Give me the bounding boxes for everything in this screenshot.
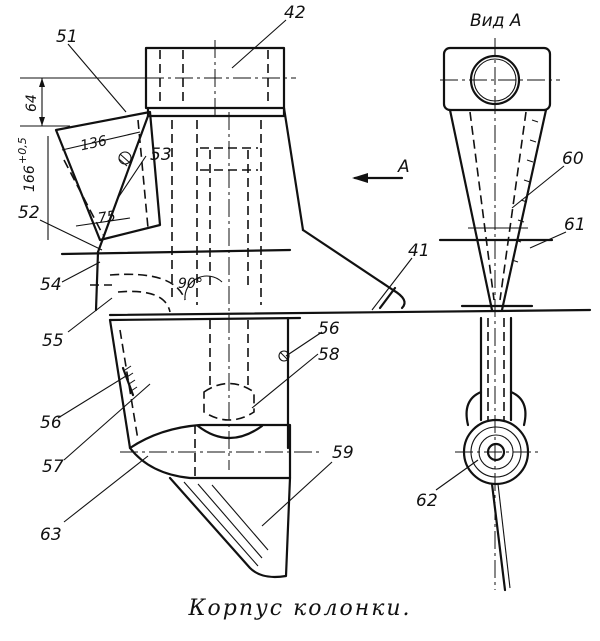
lower-leg — [108, 316, 290, 450]
callout-61: 61 — [564, 215, 586, 235]
callout-58: 58 — [318, 345, 340, 365]
callout-41: 41 — [408, 241, 430, 261]
callout-57: 57 — [42, 457, 64, 477]
dim-75-label: 75 — [97, 208, 117, 226]
dim-166: 166 +0,5 — [16, 136, 49, 240]
callout-56-right: 56 — [318, 319, 340, 339]
callout-59: 59 — [332, 443, 354, 463]
callout-42: 42 — [284, 3, 306, 23]
dim-136: 136 — [61, 131, 141, 154]
callout-60: 60 — [562, 149, 584, 169]
callout-53: 53 — [150, 145, 172, 165]
callout-51: 51 — [56, 27, 78, 47]
gear-housing — [120, 423, 320, 480]
vertical-shaft — [171, 112, 262, 470]
water-channel: 90° — [90, 273, 223, 313]
plate-line-upper — [60, 248, 292, 256]
upper-body — [94, 106, 406, 312]
plate-line-under — [108, 316, 302, 322]
skeg-fin — [168, 476, 292, 579]
callout-56-left: 56 — [40, 413, 62, 433]
callouts: 42 51 53 52 54 55 56 58 41 56 57 63 59 6… — [18, 3, 586, 545]
dim-166-tolerance: +0,5 — [16, 137, 29, 164]
side-view: 64 136 75 166 +0,5 — [16, 40, 592, 579]
view-a-title: Вид А — [470, 11, 522, 31]
plate-line-main — [108, 308, 592, 317]
callout-54: 54 — [40, 275, 62, 295]
arrow-label: А — [397, 157, 410, 177]
callout-55: 55 — [42, 331, 64, 351]
dim-136-label: 136 — [79, 133, 109, 154]
figure-caption: Корпус колонки. — [188, 596, 412, 621]
top-housing — [144, 40, 296, 120]
angle-label: 90° — [178, 276, 203, 292]
dim-166-label: 166 — [22, 165, 38, 192]
callout-52: 52 — [18, 203, 40, 223]
view-a: Вид А — [438, 11, 560, 592]
view-arrow-a: А — [352, 157, 410, 183]
callout-62: 62 — [416, 491, 438, 511]
callout-63: 63 — [40, 525, 62, 545]
dim-64: 64 — [20, 77, 146, 127]
dim-64-label: 64 — [24, 94, 40, 112]
dim-75: 75 — [75, 208, 131, 227]
